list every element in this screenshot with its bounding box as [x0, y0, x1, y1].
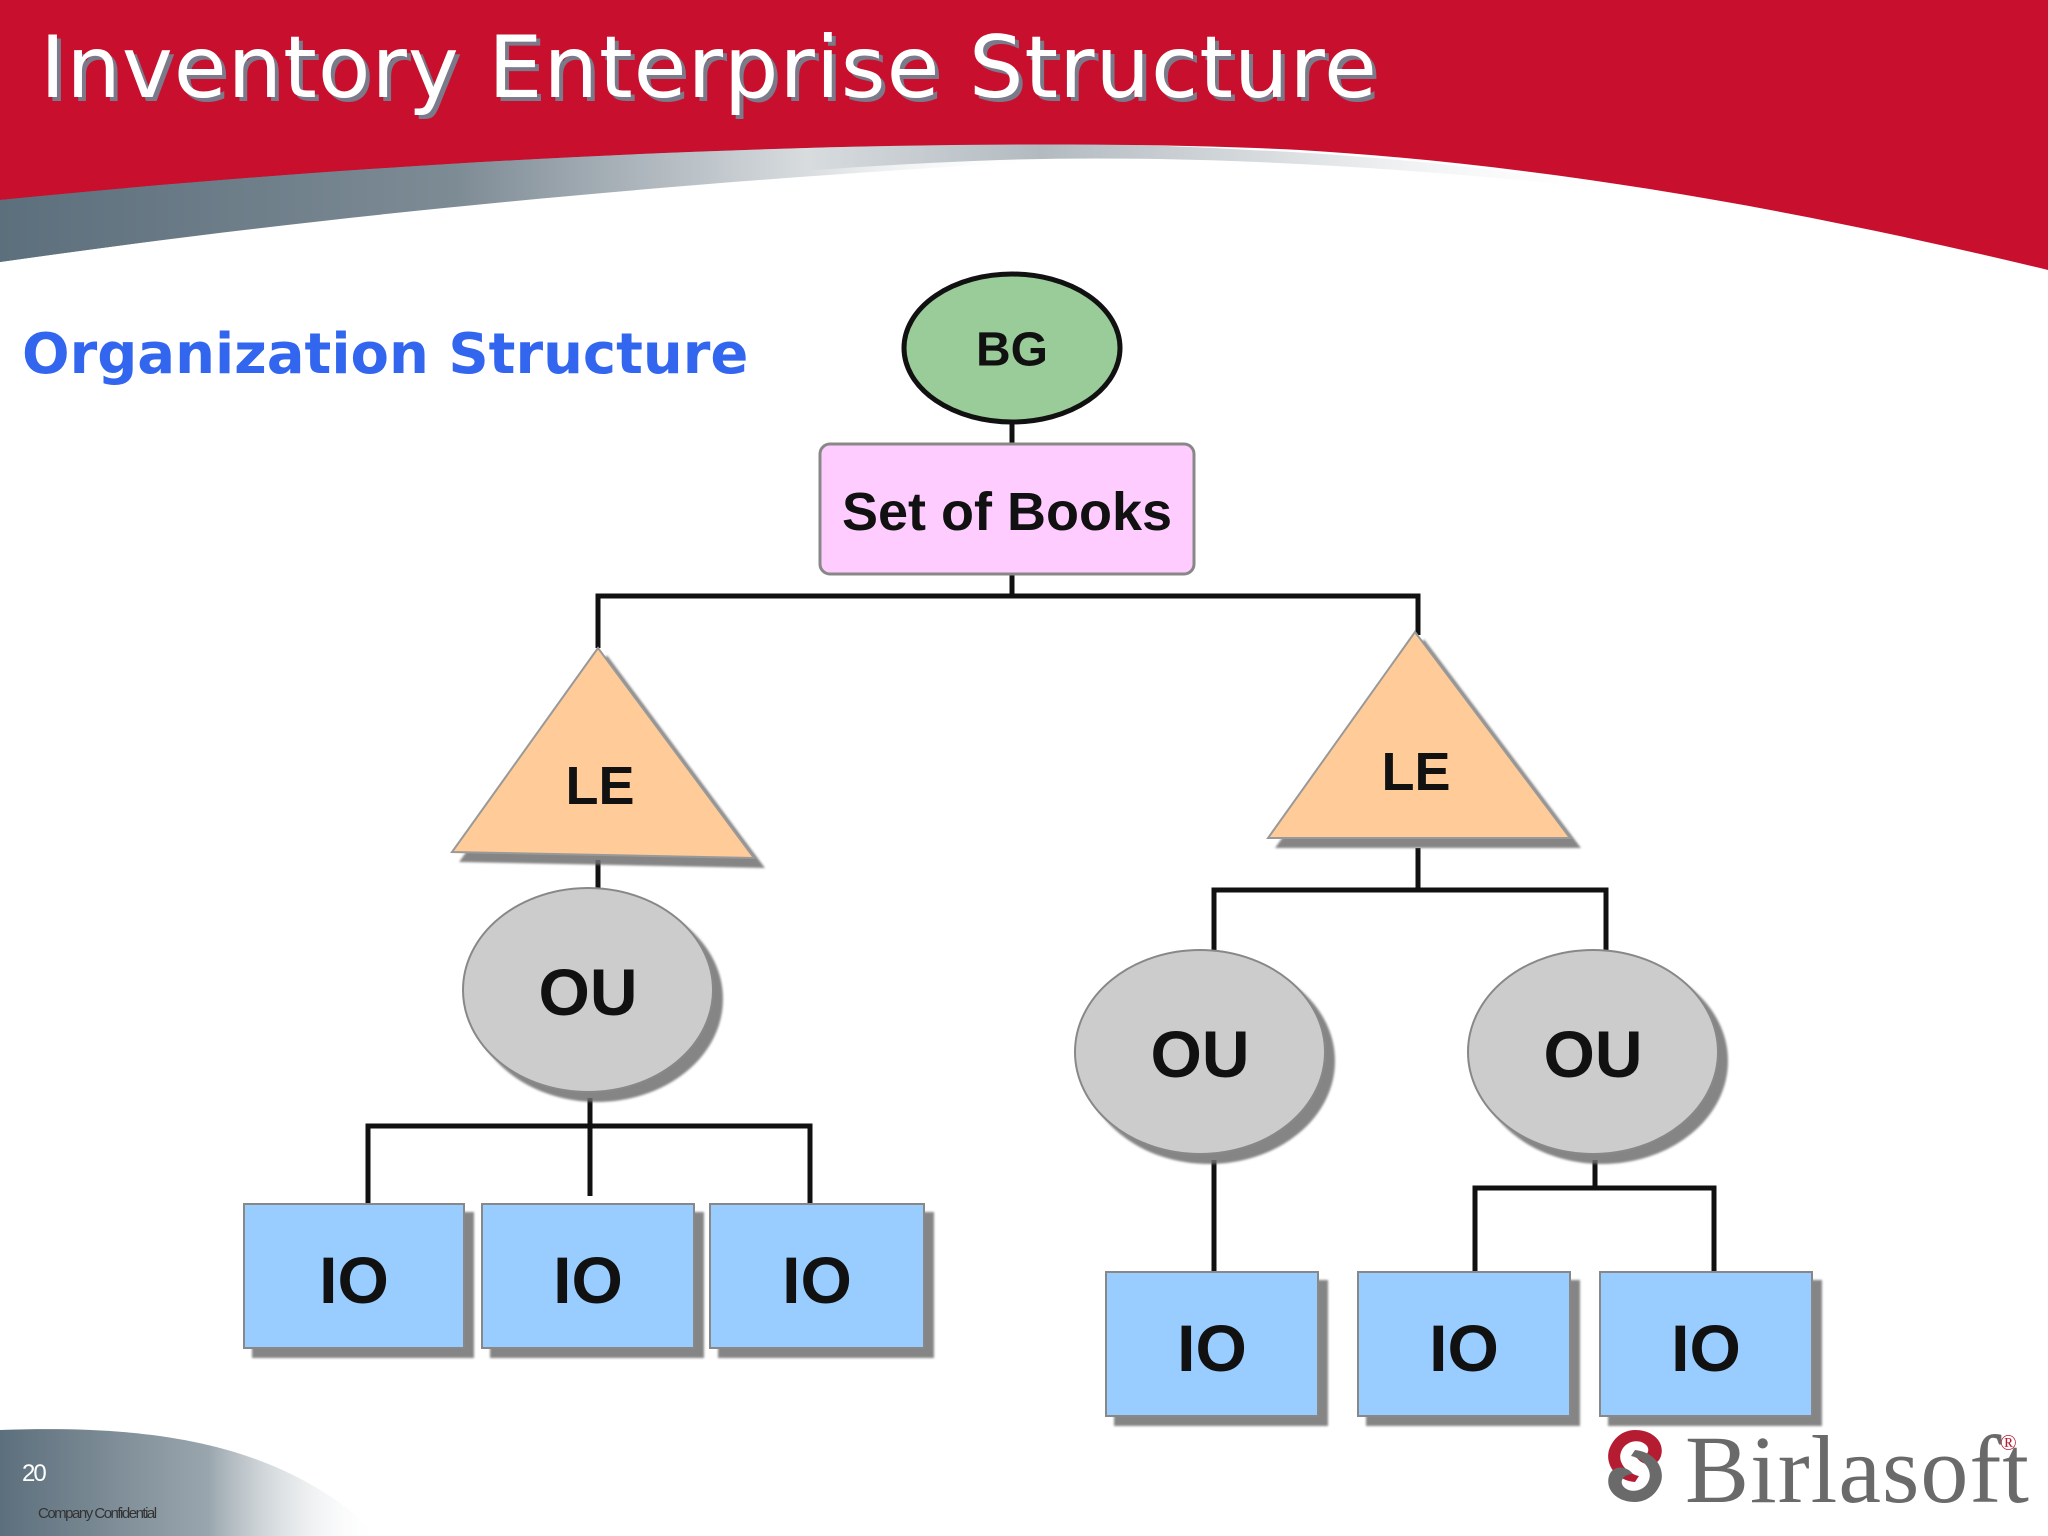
io-label-6: IO	[1671, 1311, 1741, 1385]
io-node-4	[1105, 1271, 1319, 1417]
slide-title: Inventory Enterprise Structure	[40, 18, 1378, 118]
slide-subtitle: Organization Structure	[22, 322, 749, 387]
io-node-6	[1599, 1271, 1813, 1417]
io-label-4: IO	[1177, 1311, 1247, 1385]
footer-gray-streak	[0, 1429, 380, 1536]
le-label-left: LE	[565, 756, 634, 816]
io-label-5: IO	[1429, 1311, 1499, 1385]
ou-label-left: OU	[539, 955, 638, 1029]
io-node-5	[1357, 1271, 1571, 1417]
footer-confidential: Company Confidential	[38, 1505, 157, 1522]
io-label-2: IO	[553, 1243, 623, 1317]
header-red-band	[0, 0, 2048, 270]
ou-node-right	[1467, 949, 1719, 1155]
io-label-1: IO	[319, 1243, 389, 1317]
io-node-2	[481, 1203, 695, 1349]
ou-label-mid: OU	[1151, 1017, 1250, 1091]
ou-label-right: OU	[1544, 1017, 1643, 1091]
ou-node-mid	[1074, 949, 1326, 1155]
le-label-right: LE	[1381, 742, 1450, 802]
io-node-1	[243, 1203, 465, 1349]
birlasoft-logo-text: Birlasoft	[1685, 1416, 2030, 1523]
registered-mark: ®	[2000, 1430, 2017, 1455]
set-of-books-node	[818, 442, 1196, 576]
birlasoft-logo-icon	[1608, 1430, 1662, 1502]
birlasoft-logo: Birlasoft ®	[1595, 1416, 2029, 1523]
set-of-books-label: Set of Books	[842, 482, 1172, 542]
ou-node-left	[462, 887, 714, 1093]
le-node-left	[450, 646, 757, 860]
bg-node	[901, 271, 1123, 425]
le-node-right	[1266, 630, 1573, 839]
bg-label: BG	[976, 324, 1048, 377]
io-label-3: IO	[782, 1243, 852, 1317]
page-number: 20	[22, 1460, 47, 1487]
io-node-3	[709, 1203, 925, 1349]
connector-lines	[365, 420, 1717, 1272]
